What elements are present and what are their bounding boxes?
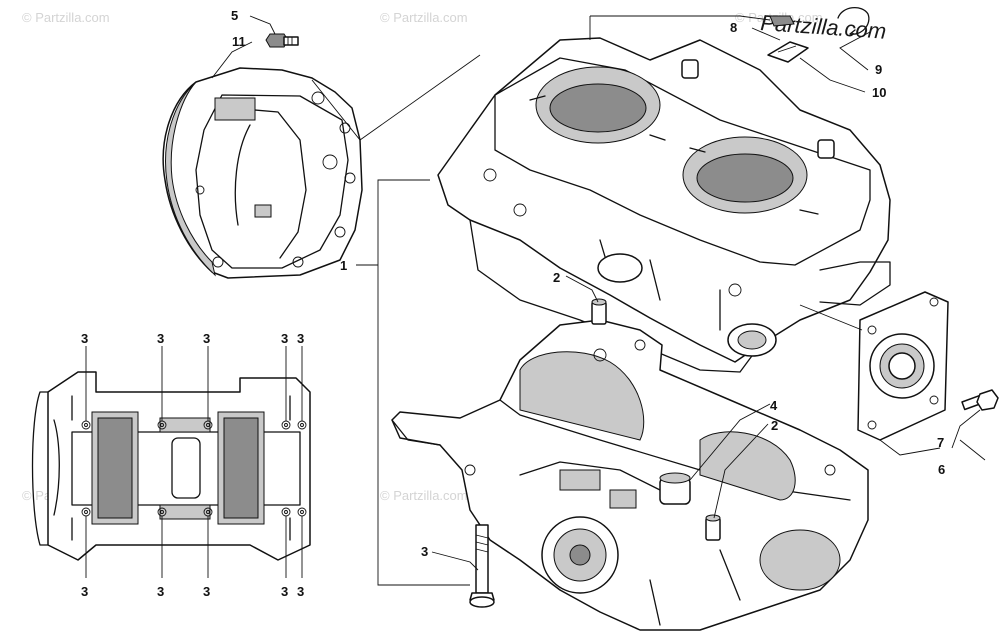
dowel-pin-part — [705, 514, 721, 541]
callout-4: 4 — [770, 398, 778, 413]
upper-crankcase-part — [437, 37, 891, 373]
callout-3: 3 — [203, 331, 210, 346]
bolt-markers-bottom-view — [81, 420, 307, 517]
dowel-pin-part — [591, 298, 607, 325]
callout-8: 8 — [730, 20, 737, 35]
seal-plate-part — [857, 291, 949, 441]
long-bolt-part — [469, 524, 495, 608]
callout-3: 3 — [297, 584, 304, 599]
callout-3: 3 — [81, 584, 88, 599]
watermark-text: © Partzilla.com — [380, 488, 468, 503]
callout-3: 3 — [203, 584, 210, 599]
leader-lines — [85, 15, 986, 586]
bolt-part-7 — [961, 389, 999, 411]
callout-3: 3 — [297, 331, 304, 346]
callout-11: 11 — [232, 34, 246, 49]
callout-7: 7 — [937, 435, 944, 450]
callout-3: 3 — [281, 331, 288, 346]
flywheel-cover-part — [162, 67, 363, 279]
lower-crankcase-part — [391, 319, 869, 631]
callout-3: 3 — [281, 584, 288, 599]
callout-2: 2 — [553, 270, 560, 285]
callout-5: 5 — [231, 8, 238, 23]
callout-9: 9 — [875, 62, 882, 77]
callout-1: 1 — [340, 258, 347, 273]
watermark-text: © Partzilla.com — [380, 10, 468, 25]
callout-3: 3 — [157, 331, 164, 346]
watermark-text: © Partzilla.com — [22, 10, 110, 25]
screw-part-5 — [265, 33, 299, 48]
crankcase-bottom-view — [31, 371, 311, 561]
callout-3: 3 — [157, 584, 164, 599]
callout-3: 3 — [421, 544, 428, 559]
callout-2: 2 — [771, 418, 778, 433]
bushing-part — [659, 472, 691, 505]
clip-and-bracket-parts — [767, 7, 870, 63]
callout-labels: 1 2 2 3 4 5 6 7 8 9 10 11 3 3 3 3 3 3 3 … — [81, 8, 945, 599]
callout-10: 10 — [872, 85, 886, 100]
callout-6: 6 — [938, 462, 945, 477]
callout-3: 3 — [81, 331, 88, 346]
